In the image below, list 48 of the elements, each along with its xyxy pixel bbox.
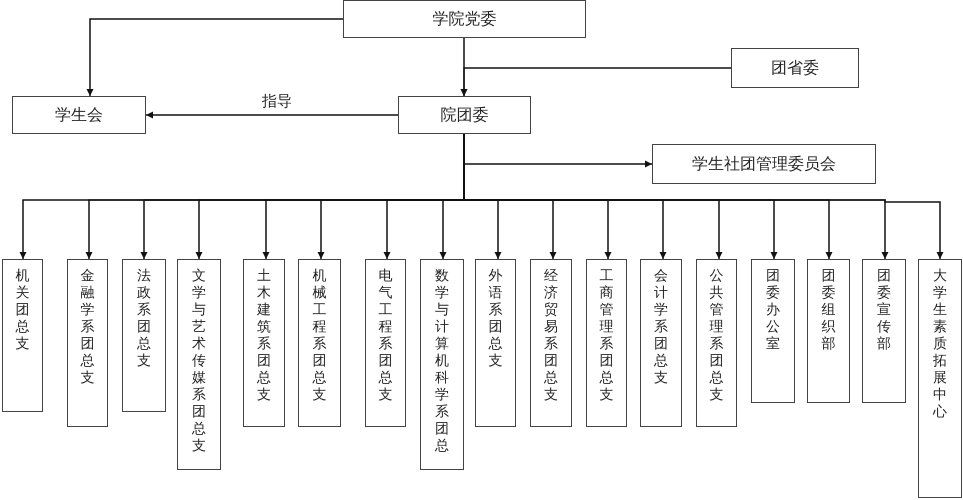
branch-label: 经济贸易系团总支 — [544, 268, 558, 404]
org-label: 团省委 — [771, 58, 819, 78]
branch-box — [243, 259, 285, 427]
org-label: 院团委 — [440, 104, 488, 126]
branch-label: 文学与艺术传媒系团总支 — [192, 268, 206, 455]
org-label: 学生社团管理委员会 — [692, 154, 836, 174]
branch-label: 机械工程系团总支 — [312, 268, 327, 404]
branch-label: 机关团总支 — [15, 268, 30, 353]
branch-box — [862, 259, 906, 403]
branch-box — [67, 259, 108, 427]
branch-box — [177, 259, 221, 470]
branch-box — [530, 259, 572, 427]
branch-box — [586, 259, 627, 427]
branch-box — [298, 259, 341, 427]
branch-label: 土木建筑系团总支 — [256, 268, 272, 404]
branch-label: 团委组织部 — [821, 268, 836, 353]
branch-label: 大学生素质拓展中心 — [932, 268, 948, 421]
branch-label: 电气工程系团总支 — [378, 268, 393, 404]
branch-label: 数学与计算机科学系团总 — [434, 268, 450, 455]
org-box — [652, 144, 876, 184]
branch-box — [807, 259, 850, 403]
arrow — [460, 67, 731, 96]
branch-label: 金融学系团总支 — [80, 268, 95, 387]
arrow — [146, 112, 398, 118]
branch-box — [365, 259, 406, 427]
org-label: 学生会 — [55, 104, 103, 126]
branch-box — [420, 259, 464, 470]
branch-label: 团委办公室 — [766, 268, 780, 353]
org-box — [731, 48, 859, 88]
branch-box — [696, 259, 737, 427]
branch-box — [122, 259, 166, 412]
branch-label: 外语系团总支 — [488, 268, 503, 370]
branch-box — [751, 259, 795, 403]
edge-label: 指导 — [260, 92, 294, 111]
branch-label: 团委宣传部 — [876, 268, 892, 353]
branch-box — [2, 259, 43, 412]
branch-label: 法政系团总支 — [136, 268, 152, 370]
branch-box — [475, 259, 516, 427]
org-box — [343, 0, 586, 38]
branch-label: 公共管理系团总支 — [709, 268, 724, 404]
branch-label: 工商管理系团总支 — [599, 268, 614, 404]
branch-box — [918, 259, 962, 498]
org-box — [398, 96, 531, 134]
org-box — [12, 96, 146, 134]
branch-box — [640, 259, 682, 427]
branch-label: 会计学系团总支 — [654, 268, 668, 387]
arrow — [86, 18, 343, 96]
org-label: 学院党委 — [432, 8, 496, 30]
